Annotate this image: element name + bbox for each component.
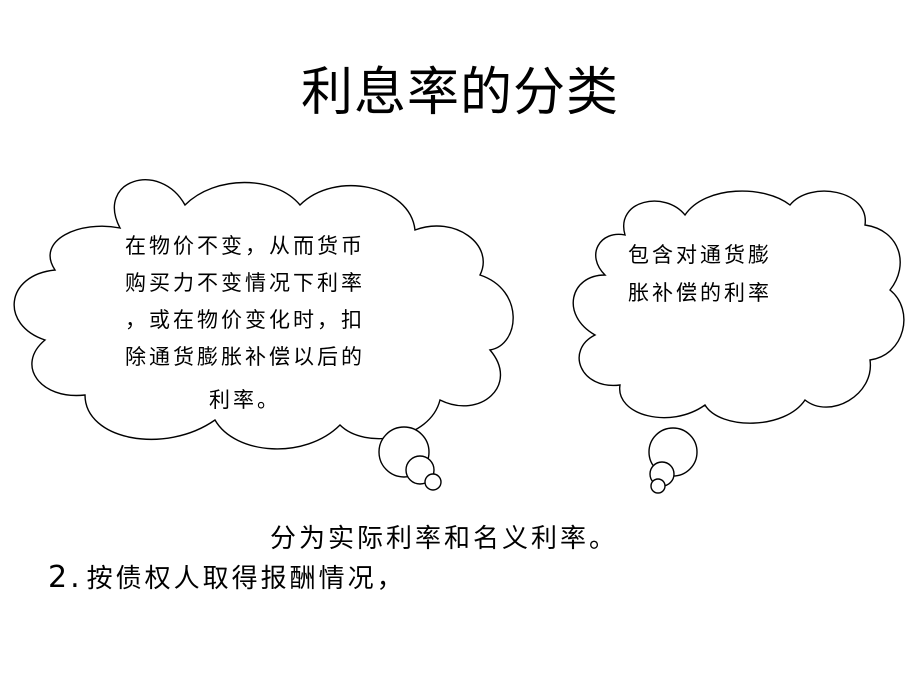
left-cloud-text: 在物价不变，从而货币 购买力不变情况下利率 ，或在物价变化时，扣 除通货膨胀补偿… bbox=[80, 228, 410, 419]
left-cloud-line: 利率。 bbox=[209, 388, 281, 412]
thought-bubble-small bbox=[424, 473, 442, 491]
left-thought-cloud bbox=[13, 179, 514, 491]
list-point: 2.按债权人取得报酬情况， bbox=[48, 558, 406, 595]
right-cloud-line: 包含对通货膨 bbox=[628, 243, 772, 267]
point-text: 按债权人取得报酬情况， bbox=[86, 564, 406, 594]
right-thought-cloud bbox=[572, 190, 905, 494]
point-number: 2. bbox=[48, 560, 83, 595]
right-cloud-text: 包含对通货膨 胀补偿的利率 bbox=[628, 236, 848, 312]
right-cloud-line: 胀补偿的利率 bbox=[628, 281, 772, 305]
left-cloud-line: 购买力不变情况下利率 bbox=[125, 271, 365, 295]
classification-summary: 分为实际利率和名义利率。 bbox=[270, 524, 619, 554]
slide-title: 利息率的分类 bbox=[300, 63, 619, 123]
left-cloud-line: 除通货膨胀补偿以后的 bbox=[125, 345, 365, 369]
thought-bubble-small bbox=[650, 478, 666, 494]
left-cloud-line: 在物价不变，从而货币 bbox=[125, 234, 365, 258]
left-cloud-line: ，或在物价变化时，扣 bbox=[125, 308, 365, 332]
